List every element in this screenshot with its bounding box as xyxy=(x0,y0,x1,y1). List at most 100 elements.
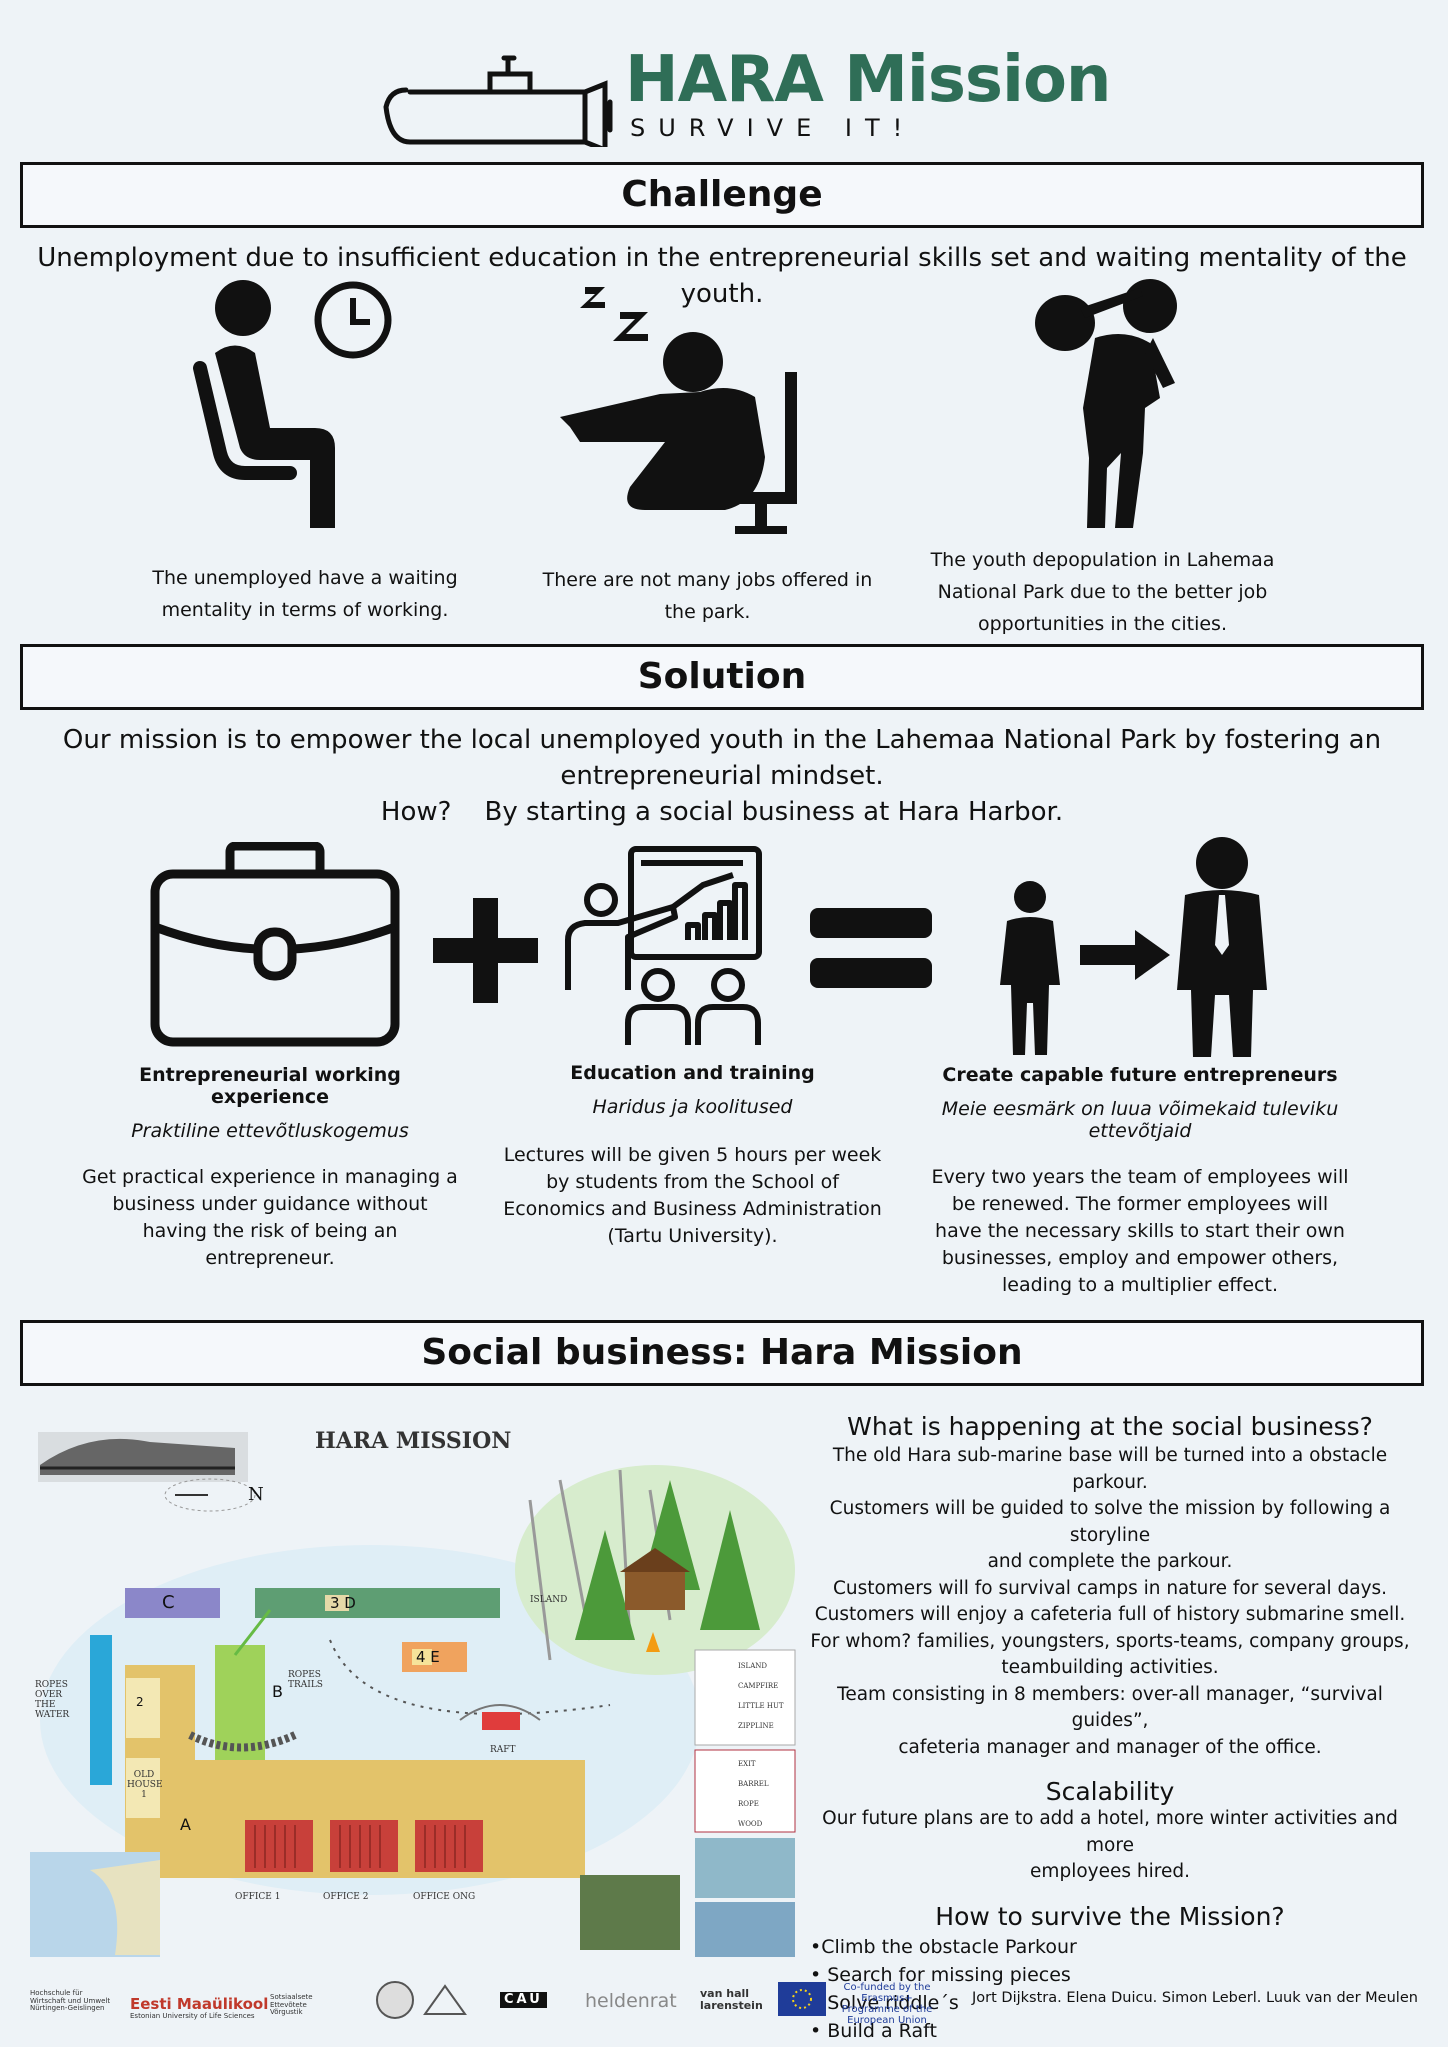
equals-icon xyxy=(810,908,932,994)
map-compass: N xyxy=(248,1484,264,1505)
legend-2-item: ROPE xyxy=(738,1800,759,1808)
logo-hfwu: Hochschule für Wirtschaft und Umwelt Nür… xyxy=(30,1989,111,2013)
plus-icon xyxy=(433,898,538,1007)
logo-emu-name: Eesti Maaülikool xyxy=(130,1995,269,2013)
solution-col-3-line-4: businesses, employ and empower others, xyxy=(941,1247,1339,1269)
logo-emu-sub: Estonian University of Life Sciences xyxy=(130,2012,255,2020)
what-line: For whom? families, youngsters, sports-t… xyxy=(810,1630,1410,1652)
scalability-line: Our future plans are to add a hotel, mor… xyxy=(822,1808,1398,1856)
sleeping-person-desk-icon xyxy=(550,282,810,538)
teacher-presentation-icon xyxy=(563,845,763,1049)
what-line: and complete the parkour. xyxy=(987,1551,1233,1572)
solution-col-2-subtitle: Haridus ja koolitused xyxy=(592,1096,793,1118)
challenge-text-2-line-2: the park. xyxy=(664,601,751,623)
challenge-text-1-line-2: mentality in terms of working. xyxy=(161,599,449,621)
solution-col-3-line-2: be renewed. The former employees will xyxy=(951,1193,1329,1215)
solution-col-2-title: Education and training xyxy=(570,1062,815,1084)
solution-col-3-line-3: have the necessary skills to start their… xyxy=(935,1220,1345,1242)
what-line: cafeteria manager and manager of the off… xyxy=(898,1736,1322,1758)
label-office-ong: OFFICE ONG xyxy=(413,1892,476,1902)
how-bullet: • Search for missing pieces xyxy=(810,1963,1071,1986)
label-island: ISLAND xyxy=(530,1595,568,1605)
social-business-heading: Social business: Hara Mission xyxy=(20,1320,1424,1386)
challenge-text-2-line-1: There are not many jobs offered in xyxy=(542,569,873,591)
solution-col-2-text: Lectures will be given 5 hours per week … xyxy=(495,1142,890,1250)
social-business-heading-text: Social business: Hara Mission xyxy=(421,1332,1023,1373)
challenge-text-2: There are not many jobs offered in the p… xyxy=(530,564,885,628)
legend-2: EXIT BARREL ROPE WOOD xyxy=(738,1754,769,1834)
solution-col-2-line-2: by students from the School of xyxy=(546,1171,839,1193)
solution-intro: Our mission is to empower the local unem… xyxy=(20,722,1424,830)
logo-emu: Eesti Maaülikool Estonian University of … xyxy=(130,1994,268,2021)
what-line: The old Hara sub-marine base will be tur… xyxy=(832,1445,1388,1493)
solution-col-1-title: Entrepreneurial working experience xyxy=(139,1064,401,1108)
author-credits: Jort Dijkstra. Elena Duicu. Simon Leberl… xyxy=(972,1990,1418,2006)
zone-old-house: OLD HOUSE 1 xyxy=(127,1770,163,1800)
what-line: Customers will be guided to solve the mi… xyxy=(829,1498,1391,1546)
solution-col-2-line-4: (Tartu University). xyxy=(607,1225,778,1247)
zone-d: 3 D xyxy=(330,1594,356,1612)
solution-heading: Solution xyxy=(20,644,1424,710)
what-text: The old Hara sub-marine base will be tur… xyxy=(800,1443,1420,1761)
solution-col-1-text: Get practical experience in managing a b… xyxy=(80,1164,460,1272)
logo-vhl: van hall larenstein xyxy=(700,1987,763,2012)
legend-1-item: CAMPFIRE xyxy=(738,1682,779,1690)
label-ropes-trails: ROPES TRAILS xyxy=(288,1670,323,1690)
legend-2-item: BARREL xyxy=(738,1780,769,1788)
challenge-text-3: The youth depopulation in Lahemaa Nation… xyxy=(920,544,1285,640)
challenge-text-3-line-2: National Park due to the better job xyxy=(937,581,1268,603)
legend-1-item: ISLAND xyxy=(738,1662,768,1670)
solution-intro-line-2: entrepreneurial mindset. xyxy=(560,761,884,791)
challenge-text-3-line-3: opportunities in the cities. xyxy=(977,613,1227,635)
solution-intro-line-3: How? By starting a social business at Ha… xyxy=(380,797,1064,827)
scalability-line: employees hired. xyxy=(1030,1861,1190,1882)
solution-col-3-line-1: Every two years the team of employees wi… xyxy=(931,1166,1349,1188)
challenge-heading-text: Challenge xyxy=(621,174,823,215)
solution-heading-text: Solution xyxy=(637,656,807,697)
challenge-text-1: The unemployed have a waiting mentality … xyxy=(120,562,490,626)
solution-col-3-subtitle: Meie eesmärk on luua võimekaid tuleviku … xyxy=(941,1098,1339,1142)
how-bullets: •Climb the obstacle Parkour • Search for… xyxy=(810,1933,1420,2045)
page-title: HARA Mission xyxy=(625,43,1111,117)
person-leaving-bundle-icon xyxy=(1025,278,1185,534)
label-ropes-water: ROPES OVER THE WATER xyxy=(35,1680,70,1720)
what-line: Customers will fo survival camps in natu… xyxy=(832,1577,1388,1599)
zone-b: B xyxy=(272,1682,283,1701)
challenge-heading: Challenge xyxy=(20,162,1424,228)
solution-col-3: Create capable future entrepreneurs Meie… xyxy=(890,1064,1390,1299)
partner-logos: Hochschule für Wirtschaft und Umwelt Nür… xyxy=(30,1978,950,2028)
legend-1-item: LITTLE HUT xyxy=(738,1702,784,1710)
solution-col-1-line-1: Get practical experience in managing a xyxy=(82,1166,458,1188)
logo-cau: CAU xyxy=(500,1992,547,2009)
label-office-1: OFFICE 1 xyxy=(235,1892,281,1902)
scalability-text: Our future plans are to add a hotel, mor… xyxy=(800,1806,1420,1886)
solution-intro-line-1: Our mission is to empower the local unem… xyxy=(62,725,1382,755)
what-heading: What is happening at the social business… xyxy=(847,1412,1373,1441)
page-tagline: SURVIVE IT! xyxy=(630,114,916,142)
solution-col-1-subtitle: Praktiline ettevõtluskogemus xyxy=(131,1120,409,1142)
challenge-intro: Unemployment due to insufficient educati… xyxy=(37,243,1407,309)
zone-c: C xyxy=(162,1592,175,1613)
how-heading: How to survive the Mission? xyxy=(935,1901,1285,1931)
zone-2: 2 xyxy=(136,1695,144,1709)
legend-2-item: WOOD xyxy=(738,1820,763,1828)
challenge-text-1-line-1: The unemployed have a waiting xyxy=(152,567,458,589)
logo-sev: Sotsiaalsete Ettevõtete Võrgustik xyxy=(270,1993,313,2017)
person-growth-arrow-icon xyxy=(995,835,1270,1064)
legend-1: ISLAND CAMPFIRE LITTLE HUT ZIPPLINE xyxy=(738,1656,784,1736)
business-description: What is happening at the social business… xyxy=(800,1412,1420,2045)
what-line: teambuilding activities. xyxy=(1001,1657,1219,1678)
label-office-2: OFFICE 2 xyxy=(323,1892,369,1902)
how-bullet: • Build a Raft xyxy=(810,2019,937,2042)
hara-mission-map: HARA MISSION N C 3 D 4 E 2 B A OLD HOUSE… xyxy=(30,1420,800,1960)
submarine-logo-icon xyxy=(380,52,620,154)
solution-col-1: Entrepreneurial working experience Prakt… xyxy=(80,1064,460,1272)
legend-2-item: EXIT xyxy=(738,1760,756,1768)
solution-col-2-line-3: Economics and Business Administration xyxy=(503,1198,882,1220)
logo-heldenrat: heldenrat xyxy=(585,1990,677,2012)
eu-flag-icon xyxy=(778,1982,826,2020)
solution-col-2-line-1: Lectures will be given 5 hours per week xyxy=(503,1144,882,1166)
what-line: Team consisting in 8 members: over-all m… xyxy=(837,1683,1383,1732)
solution-col-1-line-3: having the risk of being an xyxy=(142,1220,398,1242)
how-bullet: • Solve riddle´s xyxy=(810,1991,959,2014)
